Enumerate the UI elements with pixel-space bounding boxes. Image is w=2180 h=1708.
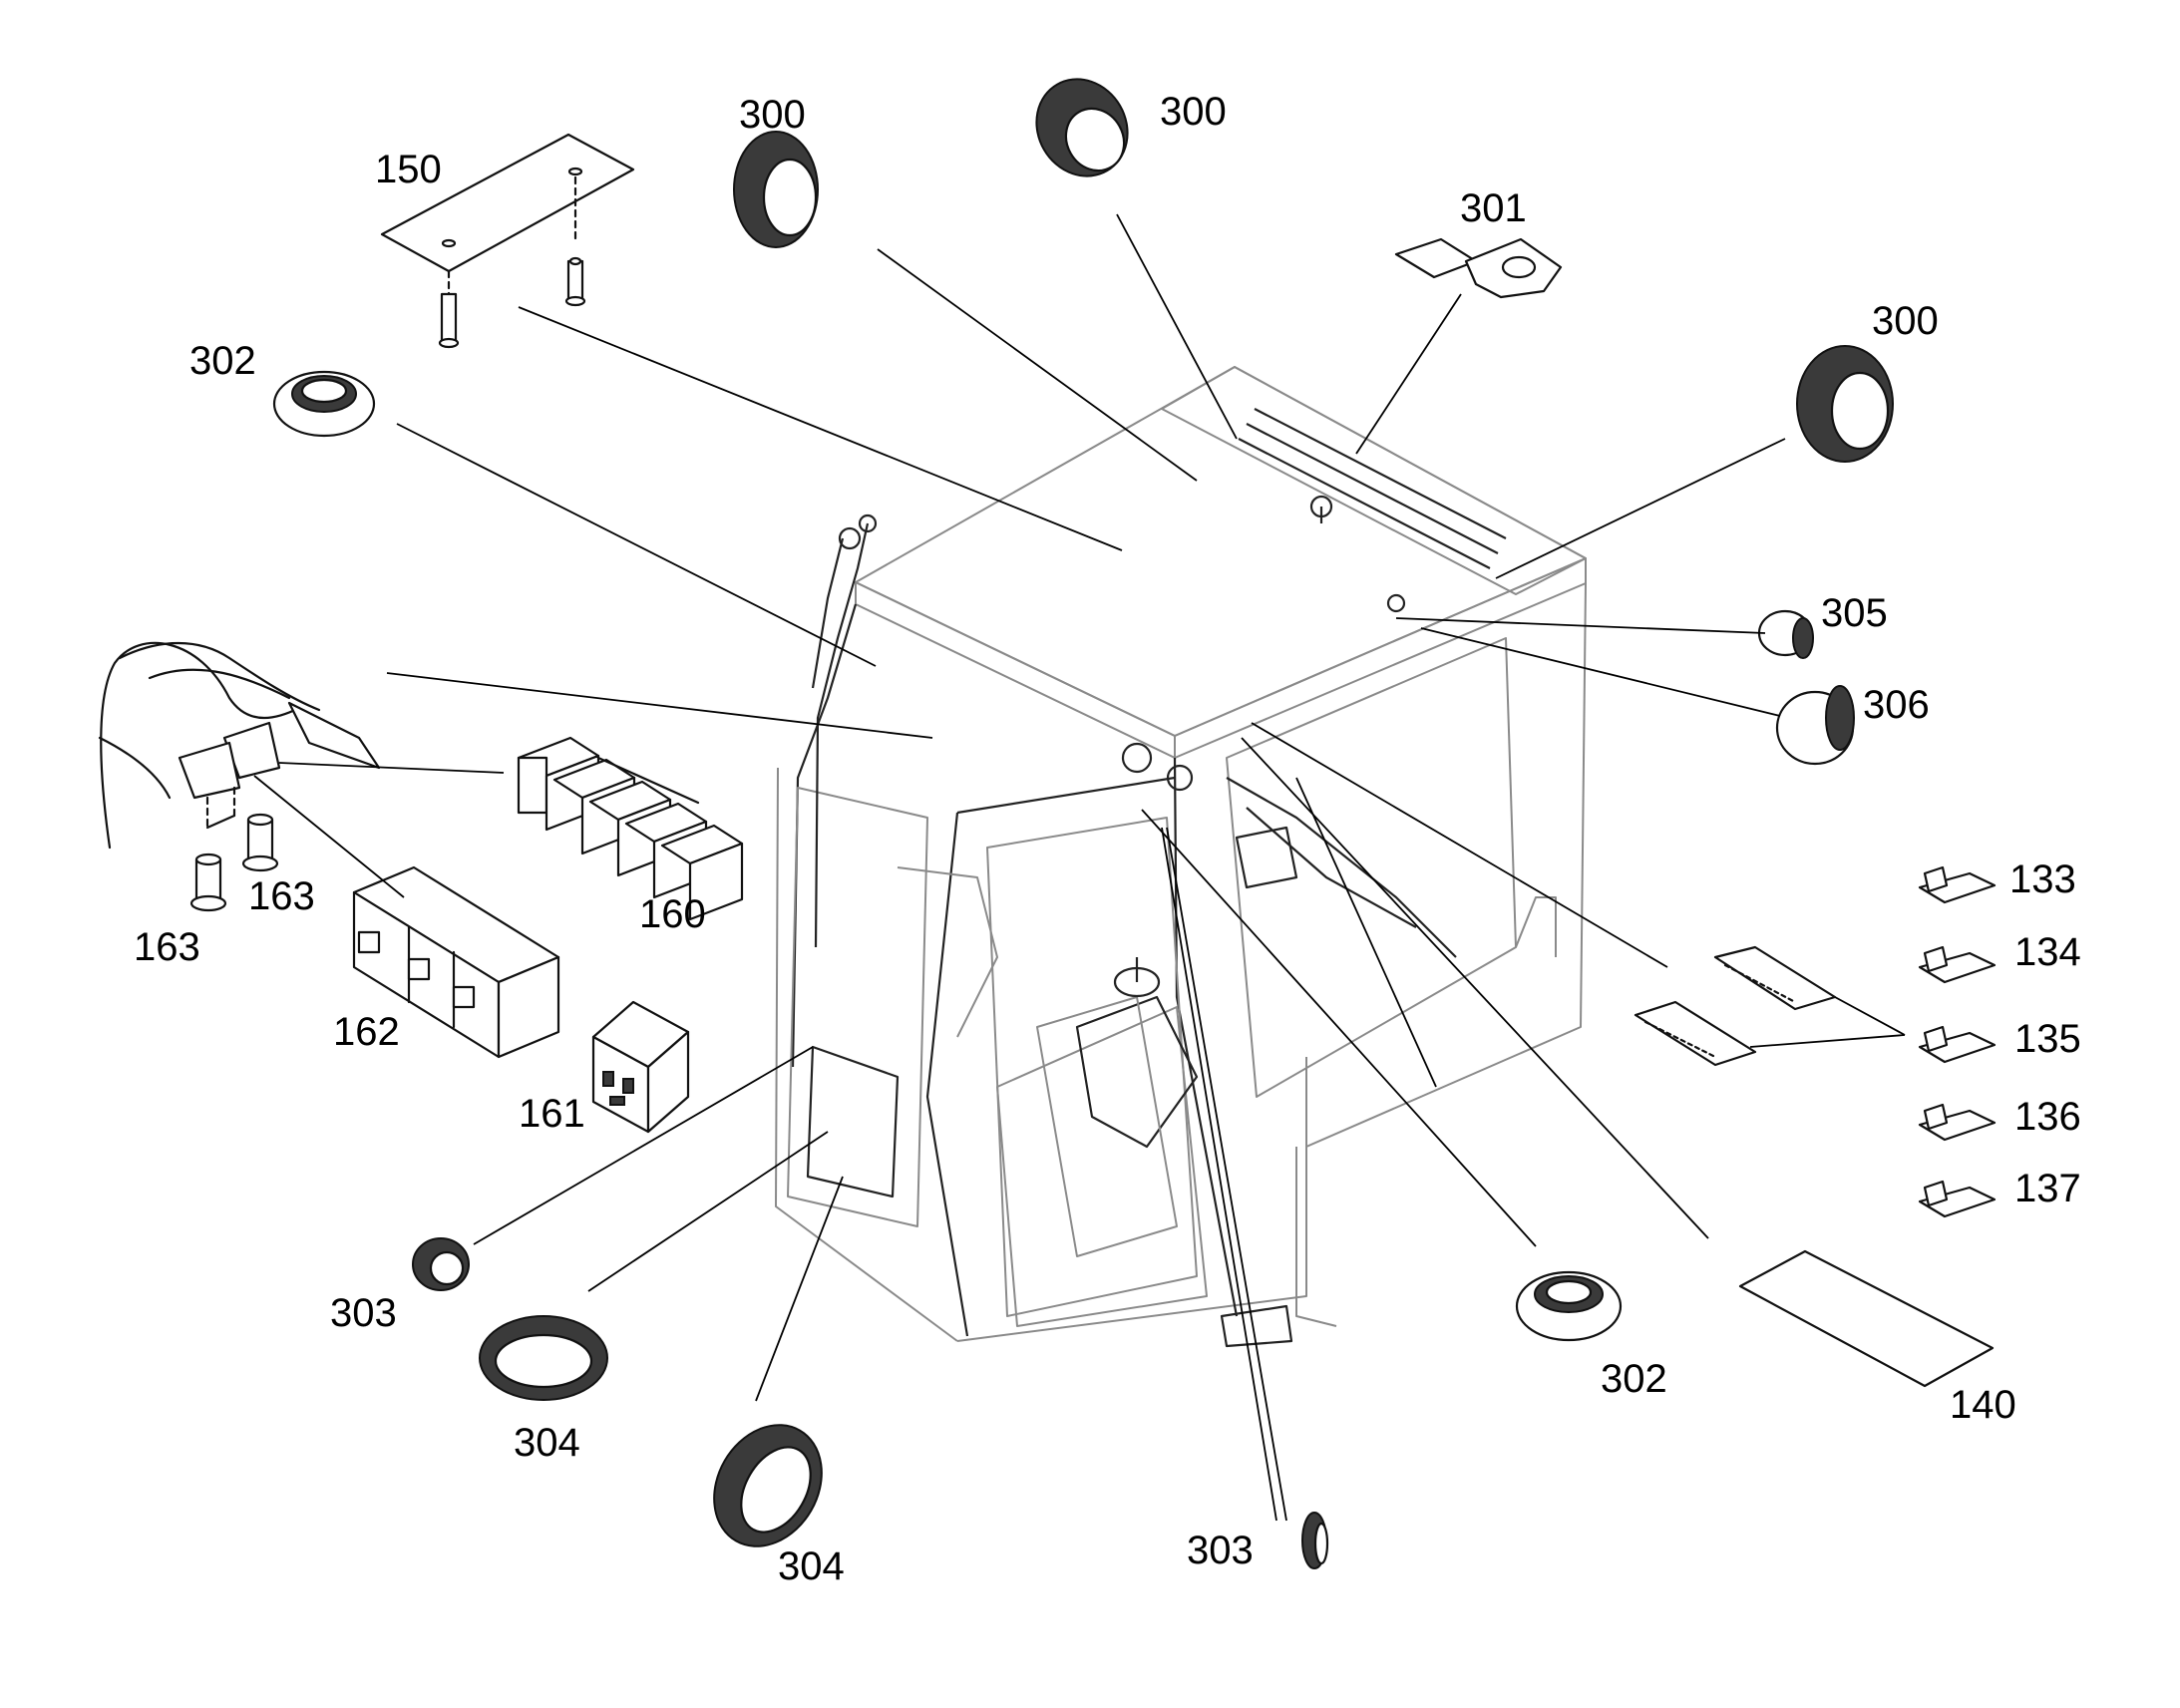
label-300-a: 300 (739, 93, 806, 137)
part-162-relay-block (352, 865, 560, 1059)
label-306: 306 (1863, 683, 1930, 727)
part-300-grommet-b (1035, 78, 1129, 177)
part-163-bolt-a (189, 853, 227, 912)
label-300-b: 300 (1160, 90, 1227, 134)
label-302-a: 302 (189, 339, 256, 383)
label-133: 133 (2009, 857, 2076, 901)
label-303-a: 303 (330, 1291, 397, 1335)
label-162: 162 (333, 1010, 400, 1054)
part-303-grommet-b (1301, 1512, 1329, 1569)
fuse-137 (1918, 1180, 1997, 1218)
part-300-grommet-c (1796, 345, 1894, 463)
label-304-a: 304 (514, 1421, 580, 1465)
part-304-grommet-a (479, 1315, 608, 1401)
label-300-c: 300 (1872, 299, 1939, 343)
label-161: 161 (519, 1092, 585, 1136)
label-163-a: 163 (134, 925, 200, 969)
label-302-b: 302 (1601, 1357, 1667, 1401)
part-302-grommet-a (272, 370, 376, 438)
label-134: 134 (2014, 930, 2081, 974)
label-140: 140 (1950, 1383, 2016, 1427)
part-300-grommet-a (733, 131, 819, 248)
label-163-b: 163 (248, 874, 315, 918)
fuse-135 (1918, 1025, 1997, 1064)
fuse-133 (1918, 865, 1997, 904)
callout-labels: 150 300 300 300 301 302 302 303 303 304 … (134, 90, 2081, 1588)
label-301: 301 (1460, 186, 1527, 230)
label-135: 135 (2014, 1017, 2081, 1061)
part-306-plug (1775, 685, 1855, 766)
label-136: 136 (2014, 1095, 2081, 1139)
roof-switch-grid (1238, 408, 1507, 569)
part-140-label-sheet (1738, 1249, 1995, 1388)
label-137: 137 (2014, 1167, 2081, 1210)
fuse-136 (1918, 1103, 1997, 1142)
label-150: 150 (375, 148, 442, 191)
label-305: 305 (1821, 591, 1888, 635)
part-305-plug (1757, 609, 1814, 659)
part-150-plate (380, 133, 635, 349)
label-303-b: 303 (1187, 1529, 1254, 1572)
part-301-bracket (1394, 237, 1563, 299)
part-303-grommet-a (412, 1237, 470, 1291)
wiring-harness (98, 641, 381, 850)
part-302-grommet-b (1515, 1270, 1623, 1342)
cab-assembly (775, 366, 1587, 1348)
part-163-bolt-b (241, 813, 279, 872)
part-161-relay (591, 1000, 690, 1134)
part-160-relays (517, 736, 744, 921)
leader-lines (253, 213, 1906, 1522)
fuse-block (1634, 945, 1837, 1067)
label-160: 160 (639, 892, 706, 936)
label-304-b: 304 (778, 1544, 845, 1588)
fuse-134 (1918, 945, 1997, 984)
part-304-grommet-b (713, 1424, 823, 1547)
